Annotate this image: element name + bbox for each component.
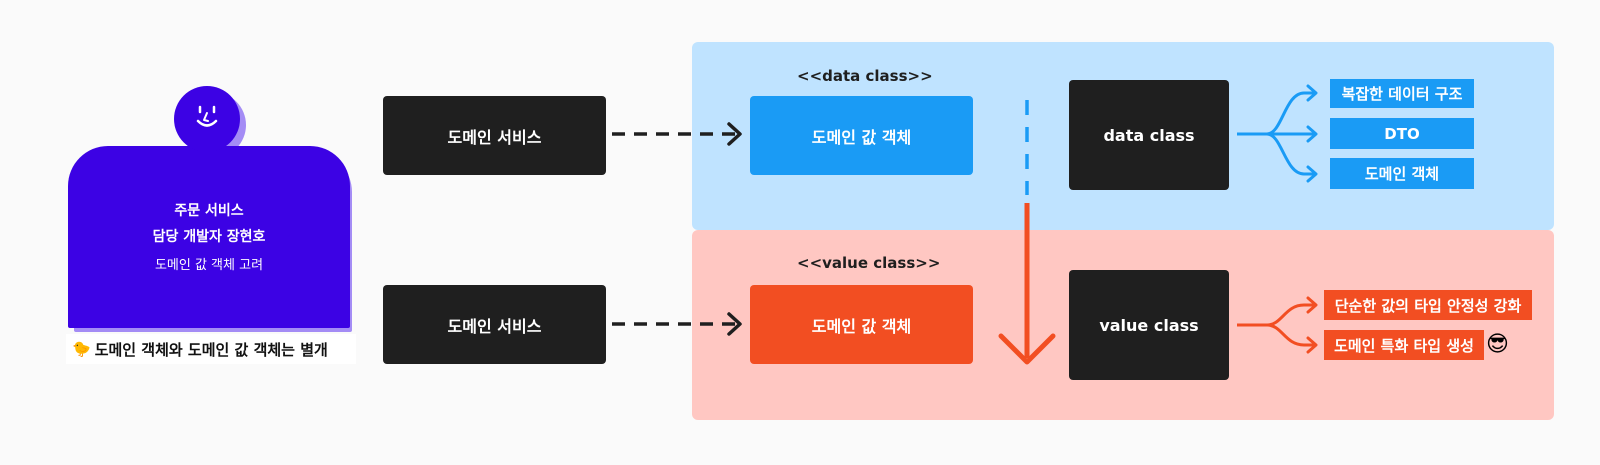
- domain-service-label: 도메인 서비스: [447, 316, 542, 336]
- sunglasses-emoji-icon: 😎: [1486, 332, 1509, 357]
- data-class-label: data class: [1103, 125, 1195, 145]
- domain-service-label: 도메인 서비스: [447, 127, 542, 147]
- use-tag-type-safety: 단순한 값의 타입 안정성 강화: [1324, 290, 1532, 320]
- domain-value-object-label: 도메인 값 객체: [811, 127, 912, 147]
- caption-note: 🐤 도메인 객체와 도메인 값 객체는 별개: [66, 334, 356, 364]
- value-class-stereotype: <<value class>>: [797, 254, 941, 272]
- value-class-box: value class: [1069, 270, 1229, 380]
- avatar: [174, 86, 240, 152]
- use-tag-domain-object: 도메인 객체: [1330, 158, 1474, 189]
- smiley-face-icon: [196, 105, 218, 127]
- domain-service-box-top: 도메인 서비스: [383, 96, 606, 175]
- use-tag-domain-specific-type: 도메인 특화 타입 생성: [1324, 330, 1484, 360]
- use-tag-dto: DTO: [1330, 118, 1474, 149]
- profile-line-3: 도메인 값 객체 고려: [154, 258, 264, 273]
- domain-value-object-box-top: 도메인 값 객체: [750, 96, 973, 175]
- domain-service-box-bottom: 도메인 서비스: [383, 285, 606, 364]
- profile-line-2: 담당 개발자 장현호: [152, 229, 266, 245]
- data-class-stereotype: <<data class>>: [797, 67, 933, 85]
- data-class-box: data class: [1069, 80, 1229, 190]
- value-class-label: value class: [1099, 315, 1199, 335]
- domain-value-object-label: 도메인 값 객체: [811, 316, 912, 336]
- chick-icon: 🐤: [72, 340, 91, 358]
- caption-text: 도메인 객체와 도메인 값 객체는 별개: [94, 340, 328, 359]
- use-tag-complex-data: 복잡한 데이터 구조: [1330, 79, 1474, 108]
- profile-card: 주문 서비스 담당 개발자 장현호 도메인 값 객체 고려: [68, 146, 350, 328]
- profile-line-1: 주문 서비스: [174, 203, 244, 219]
- domain-value-object-box-bottom: 도메인 값 객체: [750, 285, 973, 364]
